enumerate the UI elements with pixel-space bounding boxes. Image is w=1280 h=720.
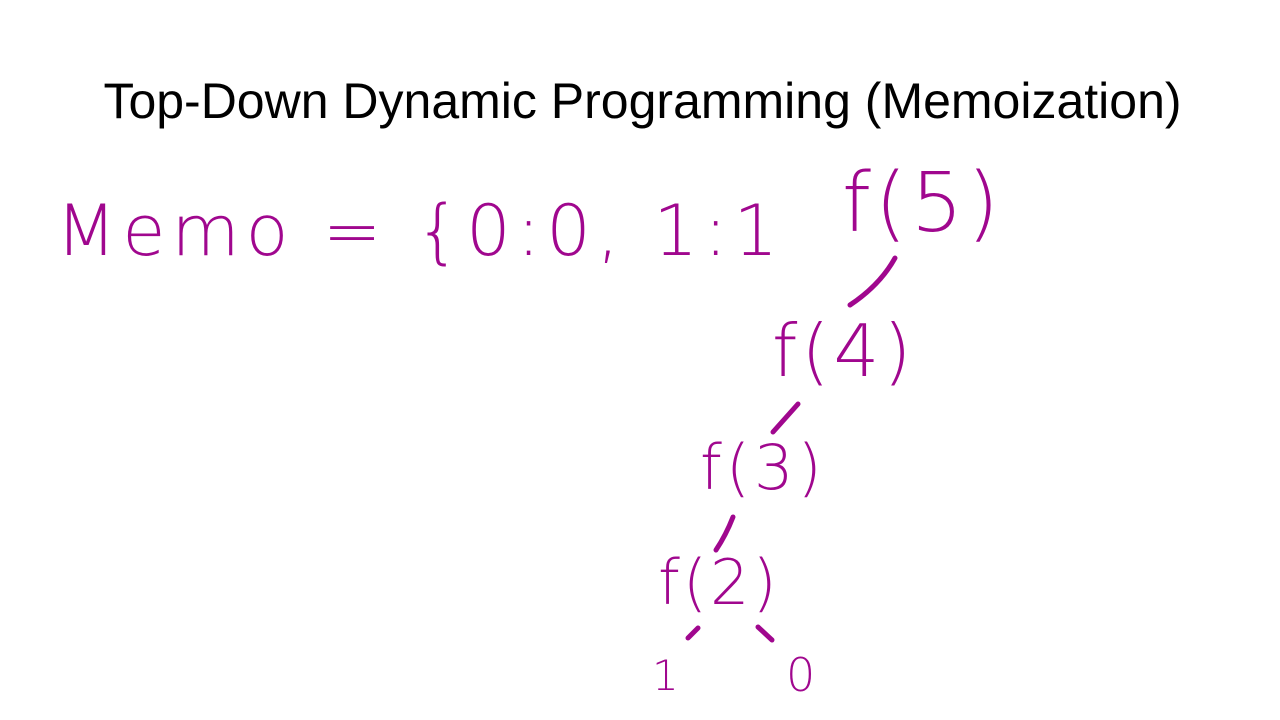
edge-f4-f3 bbox=[770, 401, 801, 435]
edge-f2-0 bbox=[755, 624, 775, 643]
edge-f2-1 bbox=[685, 625, 701, 641]
tree-node-f5: f(5) bbox=[842, 156, 1004, 251]
tree-node-1: 1 bbox=[652, 651, 679, 700]
tree-node-f2: f(2) bbox=[658, 546, 780, 619]
tree-node-f3: f(3) bbox=[700, 431, 826, 504]
tree-node-f4: f(4) bbox=[772, 309, 916, 393]
tree-node-0: 0 bbox=[786, 648, 816, 702]
edge-f3-f2 bbox=[713, 514, 736, 553]
memo-annotation: Memo = {0:0, 1:1 bbox=[56, 190, 784, 272]
edge-f5-f4 bbox=[847, 255, 898, 308]
slide-title: Top-Down Dynamic Programming (Memoizatio… bbox=[103, 73, 1182, 129]
